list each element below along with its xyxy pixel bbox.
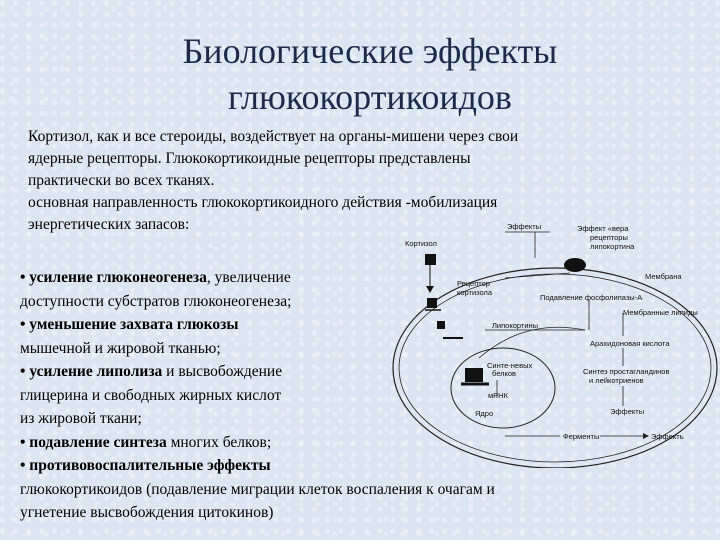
slide-title: Биологические эффекты глюкокортикоидов — [90, 28, 650, 120]
label-enzymes: Ферменты — [563, 432, 599, 441]
effect-protein-synthesis: • подавление синтеза многих белков; — [20, 431, 710, 455]
label-effect-bottom: Эффекть — [651, 432, 684, 441]
label-prostaglandin-1: Синтез простагландинов — [583, 367, 669, 376]
enzymes-arrow-head — [643, 433, 649, 439]
cortisol-arrow-head — [426, 286, 434, 293]
cortisol-molecule — [425, 254, 436, 265]
effect-lipolysis-bullet: • — [20, 363, 30, 380]
lipocortin-receptor — [564, 258, 586, 272]
intro-line-2: ядерные рецепторы. Глюкокортикоидные рец… — [28, 150, 471, 167]
dna-binding-block — [465, 368, 483, 382]
nucleus-to-lipocortin-curve — [478, 326, 586, 359]
effect-antiinflammatory-bold: • противовоспалительные эффекты — [20, 457, 271, 474]
label-membrane: Мембрана — [645, 272, 682, 281]
label-effect-via-3: липокортина — [590, 242, 635, 251]
label-receptor-1: Рецептор — [457, 279, 490, 288]
label-membrane-lipids: Мембранные липиды — [623, 308, 698, 317]
label-cortisol: Кортизол — [405, 239, 437, 248]
effect-protein-synthesis-rest: многих белков; — [166, 433, 272, 451]
intro-line-1: Кортизол, как и все стероиды, воздейству… — [28, 128, 519, 145]
title-line-1: Биологические эффекты — [182, 31, 558, 71]
receptor-cortisol-complex — [427, 298, 437, 308]
intro-line-5: энергетических запасов: — [28, 216, 190, 233]
title-line-2: глюкокортикоидов — [228, 77, 512, 117]
effect-gluconeogenesis-line-2: доступности субстратов глюконеогенеза; — [20, 292, 292, 310]
receptor-to-membrane-line — [504, 272, 571, 279]
glucocorticoid-action-diagram: Кортизол Эффекты Эффект «вера рецепторы … — [392, 222, 718, 468]
label-lipocortins: Липокортины — [492, 321, 538, 330]
effect-lipolysis-rest: и высвобождение — [162, 363, 283, 380]
intro-line-3: практически во всех тканях. — [28, 172, 215, 189]
effect-lipolysis-line-2: глицерина и свободных жирных кислот — [20, 386, 282, 404]
label-protein-synth-2: белков — [492, 369, 516, 378]
label-arachidonic: Арахидоновая кислота — [590, 339, 670, 348]
nucleus-outline — [450, 347, 556, 429]
label-effect-via-1: Эффект «вера — [577, 224, 629, 233]
effect-antiinflammatory-line-3: угнетение высвобождения цитокинов) — [20, 504, 274, 521]
label-effects-top: Эффекты — [507, 222, 541, 231]
effect-protein-synthesis-bold: • подавление синтеза — [20, 433, 167, 451]
effect-gluconeogenesis: • усиление глюконеогенеза, увеличение — [20, 266, 710, 290]
intro-line-4: основная направленность глюкокортикоидно… — [28, 194, 498, 211]
label-receptor-2: кортизола — [457, 288, 493, 297]
label-prostaglandin-2: и лейкотриенов — [589, 376, 644, 385]
label-mrna: мРНК — [488, 391, 509, 400]
effect-antiinflammatory-line-2: глюкокортикоидов (подавление миграции кл… — [20, 480, 495, 498]
effect-antiinflammatory: • противовоспалительные эффекты — [20, 454, 710, 478]
label-effects-mid: Эффекты — [610, 407, 644, 416]
effects-list: • усиление глюконеогенеза, увеличение до… — [20, 266, 710, 525]
effect-gluconeogenesis-bold: • усиление глюконеогенеза — [20, 269, 207, 286]
effect-gluconeogenesis-rest: , увеличение — [206, 269, 291, 286]
effect-lipolysis-bold: усиление липолиза — [29, 363, 163, 380]
effect-lipolysis: • усиление липолиза и высвобождение — [20, 360, 710, 384]
cell-membrane-outer — [392, 267, 718, 468]
label-protein-synth-1: Синте-невых — [487, 361, 532, 370]
label-effect-via-2: рецепторы — [590, 233, 628, 242]
activated-receptor — [437, 321, 445, 329]
effect-glucose-uptake-line-2: мышечной и жировой тканью; — [20, 339, 221, 357]
label-nucleus: Ядро — [475, 409, 493, 418]
effect-lipolysis-line-3: из жировой ткани; — [20, 410, 142, 427]
label-phospholipase: Подавление фосфолипазы-А — [540, 293, 642, 302]
effect-glucose-uptake: • уменьшение захвата глюкозы — [20, 313, 710, 337]
intro-paragraph: Кортизол, как и все стероиды, воздейству… — [28, 126, 688, 236]
effect-glucose-uptake-bold: • уменьшение захвата глюкозы — [20, 316, 239, 333]
